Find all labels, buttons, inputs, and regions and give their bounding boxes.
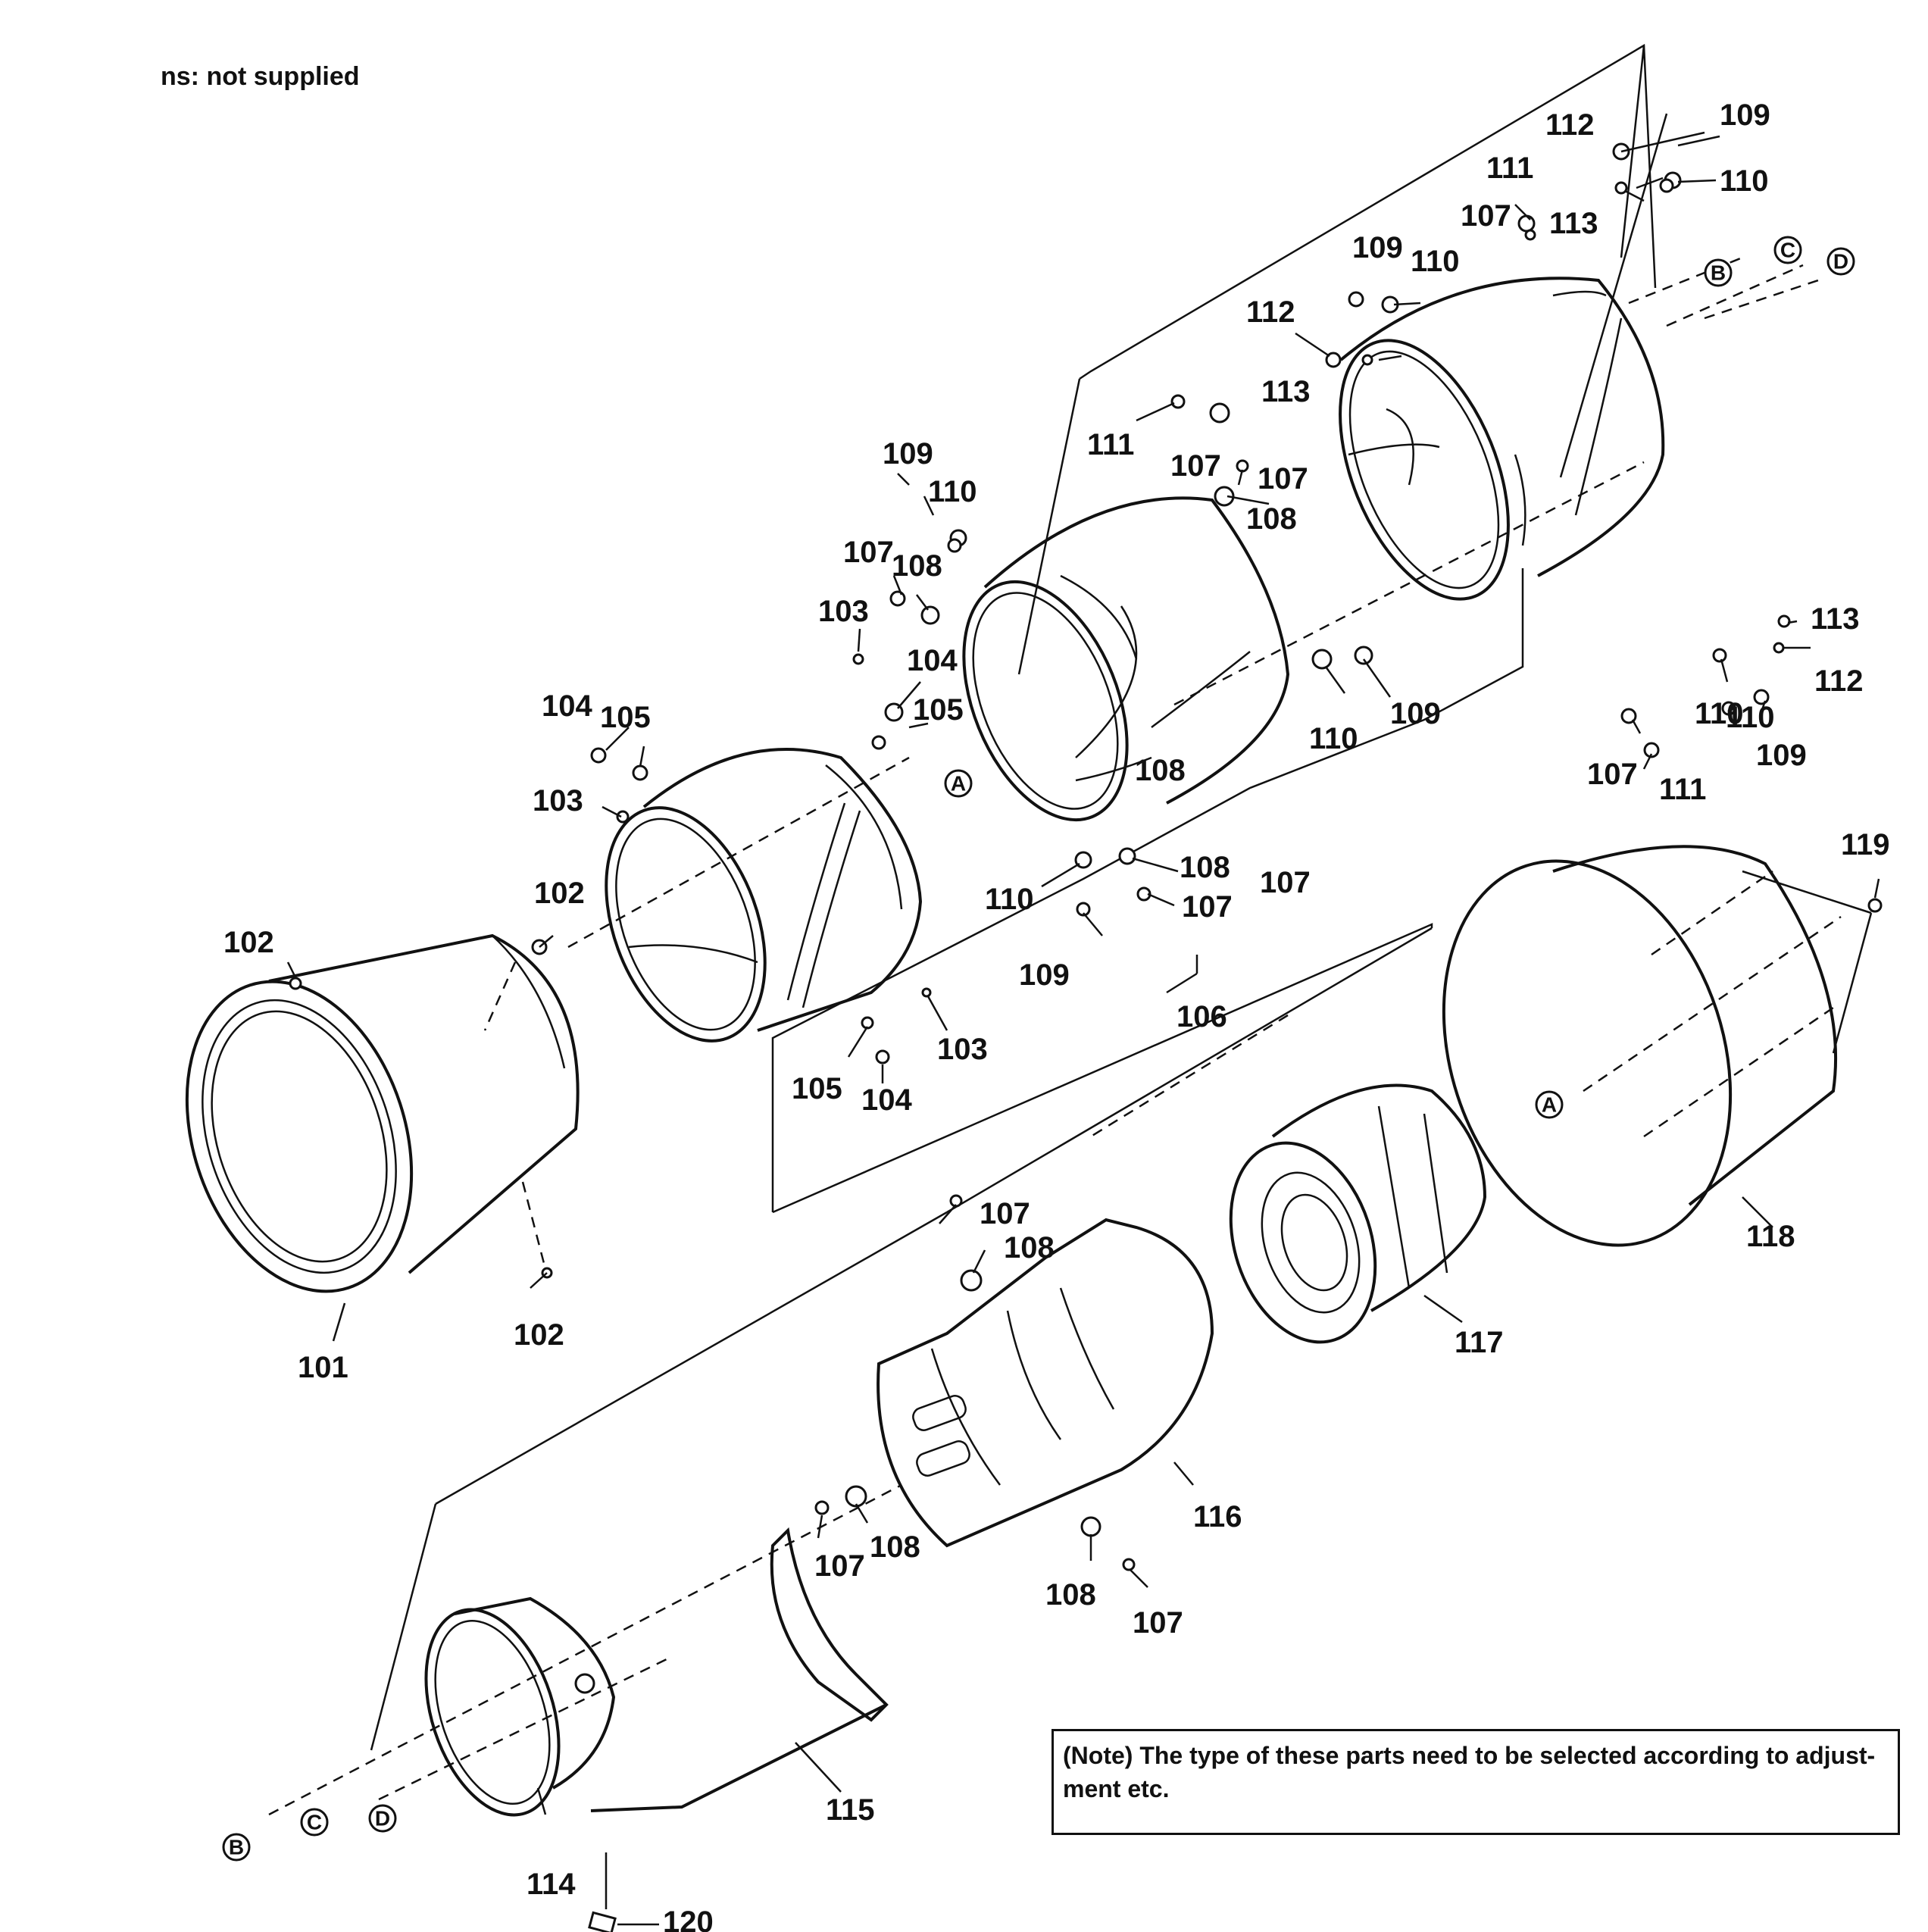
callout-102-c: 102 <box>514 1318 564 1352</box>
callout-107-j: 107 <box>1260 866 1311 899</box>
part-115-bracket <box>590 1527 889 1812</box>
callout-105-c: 105 <box>792 1072 842 1105</box>
callout-104-b: 104 <box>542 689 592 723</box>
callout-116: 116 <box>1193 1500 1242 1533</box>
note-box: (Note) The type of these parts need to b… <box>1051 1729 1900 1835</box>
callout-111-a: 111 <box>1486 152 1533 185</box>
reference-mark-a-2: A <box>1535 1090 1564 1119</box>
callout-102-b: 102 <box>534 877 585 910</box>
callout-103-b: 103 <box>533 784 583 818</box>
callout-106: 106 <box>1176 1000 1227 1033</box>
callout-labels: 101 102 102 102 103 103 103 104 104 104 … <box>223 98 1890 1932</box>
callout-107-g: 107 <box>980 1197 1030 1230</box>
svg-text:C: C <box>1780 239 1795 262</box>
reference-mark-b-2: B <box>222 1833 251 1862</box>
callout-108-e: 108 <box>870 1530 920 1564</box>
callout-107-b: 107 <box>1170 449 1221 483</box>
svg-text:C: C <box>307 1811 322 1834</box>
callout-109-b: 109 <box>1352 231 1403 264</box>
svg-text:B: B <box>229 1836 244 1859</box>
callout-114: 114 <box>527 1868 576 1901</box>
callout-108-b: 108 <box>892 549 942 583</box>
callout-110-a: 110 <box>1720 164 1769 198</box>
reference-mark-c-2: C <box>300 1808 329 1837</box>
svg-text:D: D <box>1833 250 1848 274</box>
callout-108-d: 108 <box>1004 1231 1055 1265</box>
part-106-middle-ring <box>962 496 1290 822</box>
callout-107-f: 107 <box>1587 758 1638 791</box>
callout-109-f: 109 <box>1019 958 1070 992</box>
reference-mark-b-1: B <box>1704 258 1733 287</box>
callout-104-c: 104 <box>861 1083 912 1117</box>
part-116-main-barrel <box>877 1218 1214 1548</box>
callout-109-e: 109 <box>1756 739 1807 772</box>
callout-101: 101 <box>298 1351 348 1384</box>
callout-107-i: 107 <box>1133 1606 1183 1640</box>
callout-leaders <box>286 131 1880 1926</box>
part-101-front-barrel <box>185 933 580 1293</box>
callout-112-c: 112 <box>1814 664 1864 698</box>
callout-110-c: 110 <box>928 475 977 508</box>
assembly-leader-lines <box>268 45 1873 1816</box>
callout-108-f: 108 <box>1045 1578 1096 1612</box>
callout-107-e: 107 <box>1182 890 1233 924</box>
callout-113-a: 113 <box>1549 207 1598 240</box>
part-114-rear-ring <box>424 1596 616 1817</box>
ns-legend-note: ns: not supplied <box>161 62 360 91</box>
callout-107-a: 107 <box>1461 199 1511 233</box>
svg-text:A: A <box>1542 1093 1557 1117</box>
callout-115: 115 <box>826 1793 875 1827</box>
callout-103-a: 103 <box>818 595 869 628</box>
callout-109-a: 109 <box>1720 98 1770 132</box>
svg-text:A: A <box>951 772 966 796</box>
callout-113-b: 113 <box>1261 375 1311 408</box>
reference-mark-c-1: C <box>1773 236 1802 264</box>
reference-mark-a-1: A <box>944 769 973 798</box>
part-102-screws <box>289 939 553 1279</box>
callout-103-c: 103 <box>937 1033 988 1066</box>
assembly-106-bracket <box>771 43 1657 1214</box>
callout-113-c: 113 <box>1811 602 1860 636</box>
callout-118: 118 <box>1746 1220 1795 1253</box>
callout-110-f: 110 <box>985 883 1034 916</box>
callout-120: 120 <box>663 1905 714 1932</box>
callout-105-a: 105 <box>913 693 964 727</box>
callout-108-c: 108 <box>1180 851 1230 884</box>
callout-112-a: 112 <box>1545 108 1595 142</box>
part-120 <box>588 1911 617 1932</box>
callout-107-d: 107 <box>843 536 894 569</box>
callout-110-e: 110 <box>1695 697 1744 730</box>
callout-102-a: 102 <box>223 926 274 959</box>
callout-104-a: 104 <box>907 644 958 677</box>
svg-text:D: D <box>375 1807 390 1830</box>
callout-112-b: 112 <box>1246 295 1295 329</box>
callout-111-b: 111 <box>1087 428 1134 461</box>
callout-107-c: 107 <box>1258 462 1308 496</box>
svg-text:B: B <box>1711 261 1726 285</box>
callout-109-c: 109 <box>883 437 933 470</box>
callout-108-g: 108 <box>1135 754 1186 787</box>
callout-109-d: 109 <box>1390 697 1441 730</box>
part-rear-cam-ring <box>1339 277 1665 601</box>
callout-111-c: 111 <box>1659 773 1706 806</box>
callout-119: 119 <box>1841 828 1890 861</box>
note-text: (Note) The type of these parts need to b… <box>1063 1742 1876 1802</box>
part-118-outer-cover <box>1442 845 1883 1247</box>
callout-110-d: 110 <box>1309 722 1358 755</box>
reference-mark-d-2: D <box>368 1804 397 1833</box>
callout-105-b: 105 <box>600 701 651 734</box>
part-117-lens-unit <box>1229 1083 1487 1344</box>
callout-107-h: 107 <box>814 1549 865 1583</box>
part-cam-ring-103-105 <box>605 747 923 1043</box>
reference-mark-d-1: D <box>1826 247 1855 276</box>
callout-110-b: 110 <box>1411 245 1460 278</box>
callout-108-a: 108 <box>1246 502 1297 536</box>
callout-110-g: 110 <box>1726 701 1775 734</box>
callout-117: 117 <box>1455 1326 1504 1359</box>
